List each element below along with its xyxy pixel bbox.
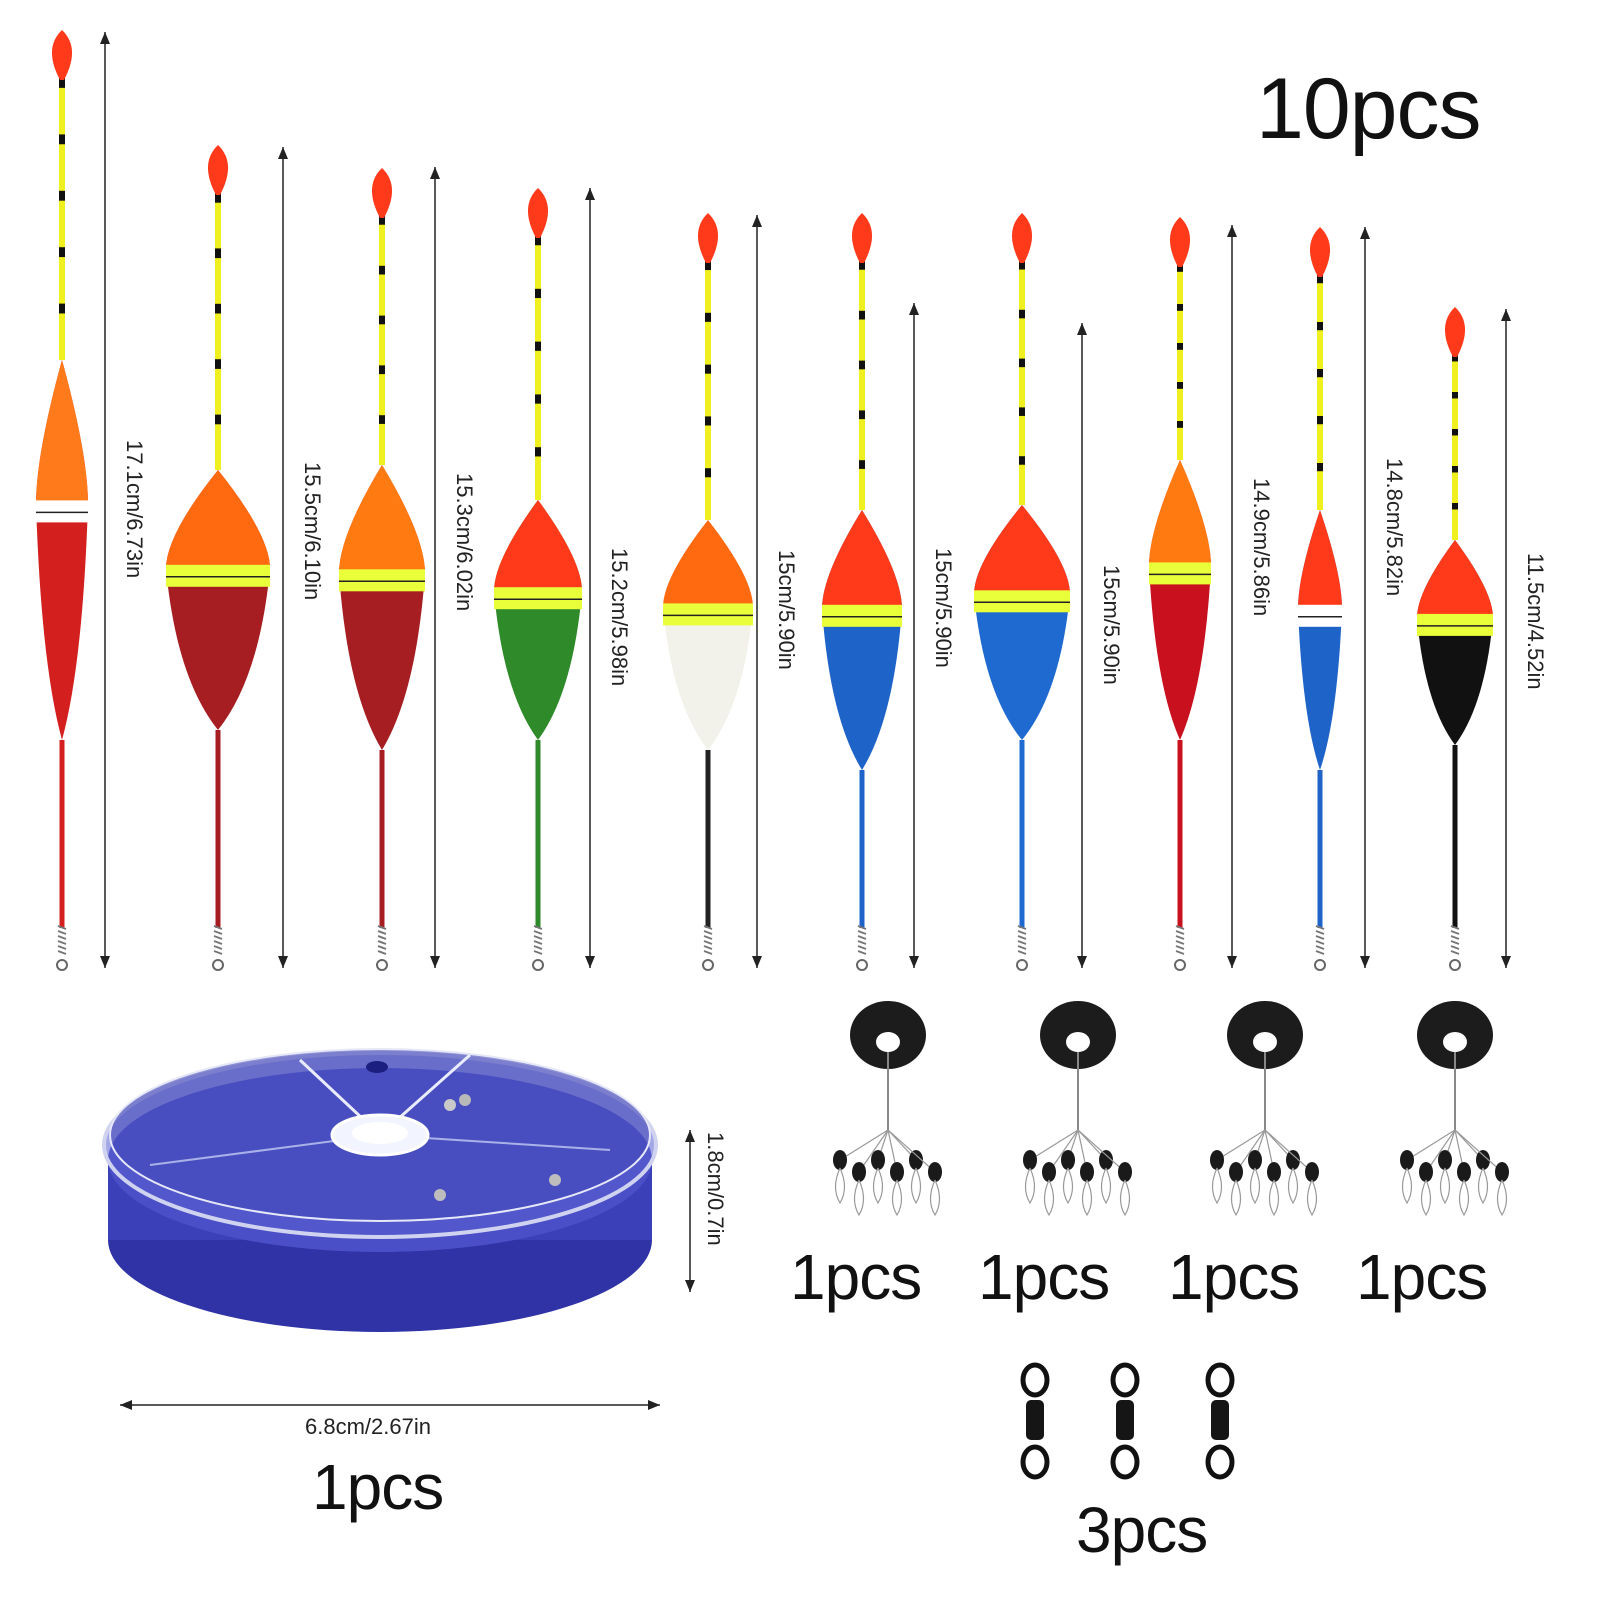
- bobber-stoppers-illustration: [833, 1001, 1509, 1217]
- float-7-dimension-arrow: [1077, 323, 1087, 968]
- float-7-size-label: 15cm/5.90in: [1099, 565, 1124, 685]
- stopper-count-label-2: 1pcs: [978, 1241, 1110, 1313]
- float-6-size-label: 15cm/5.90in: [931, 548, 956, 668]
- float-9: [1298, 227, 1342, 971]
- fishing-floats-illustration: [36, 30, 1511, 971]
- float-7: [974, 213, 1070, 971]
- float-5: [663, 213, 753, 971]
- float-8: [1149, 217, 1211, 971]
- float-1-dimension-arrow: [100, 32, 110, 968]
- float-8-dimension-arrow: [1227, 225, 1237, 968]
- box-height-label: 1.8cm/0.7in: [703, 1132, 728, 1246]
- float-6-dimension-arrow: [909, 303, 919, 968]
- float-4-size-label: 15.2cm/5.98in: [607, 548, 632, 687]
- box-count-label: 1pcs: [312, 1451, 444, 1523]
- float-6: [822, 213, 902, 971]
- float-2-dimension-arrow: [278, 147, 288, 968]
- float-5-dimension-arrow: [752, 215, 762, 968]
- bobber-stopper-1: [833, 1001, 942, 1217]
- box-height-dimension-arrow: [685, 1130, 695, 1292]
- float-1: [36, 30, 88, 971]
- float-1-size-label: 17.1cm/6.73in: [122, 440, 147, 579]
- float-10: [1417, 307, 1493, 971]
- bobber-stopper-2: [1023, 1001, 1132, 1217]
- bobber-stopper-3: [1210, 1001, 1319, 1217]
- float-8-size-label: 14.9cm/5.86in: [1249, 478, 1274, 617]
- float-9-dimension-arrow: [1360, 227, 1370, 968]
- float-3-dimension-arrow: [430, 167, 440, 968]
- swivel-3: [1205, 1362, 1235, 1480]
- total-count-label: 10pcs: [1256, 61, 1481, 157]
- tackle-box-illustration: [102, 1048, 695, 1410]
- swivel-count-label: 3pcs: [1076, 1494, 1208, 1566]
- float-2: [166, 145, 270, 971]
- float-4: [494, 188, 582, 971]
- box-width-dimension-arrow: [120, 1400, 660, 1410]
- float-2-size-label: 15.5cm/6.10in: [300, 462, 325, 601]
- bobber-stopper-4: [1400, 1001, 1509, 1217]
- box-width-label: 6.8cm/2.67in: [305, 1414, 431, 1439]
- stopper-count-label-3: 1pcs: [1168, 1241, 1300, 1313]
- float-9-size-label: 14.8cm/5.82in: [1382, 458, 1407, 597]
- float-3: [339, 168, 425, 971]
- stopper-count-label-1: 1pcs: [790, 1241, 922, 1313]
- box-clear-lid: [102, 1048, 658, 1239]
- swivel-2: [1110, 1362, 1140, 1480]
- stopper-count-label-4: 1pcs: [1356, 1241, 1488, 1313]
- float-3-size-label: 15.3cm/6.02in: [452, 473, 477, 612]
- float-4-dimension-arrow: [585, 188, 595, 968]
- swivels-illustration: [1020, 1362, 1235, 1480]
- float-10-size-label: 11.5cm/4.52in: [1523, 553, 1548, 690]
- float-5-size-label: 15cm/5.90in: [774, 550, 799, 670]
- swivel-1: [1020, 1362, 1050, 1480]
- float-10-dimension-arrow: [1501, 309, 1511, 968]
